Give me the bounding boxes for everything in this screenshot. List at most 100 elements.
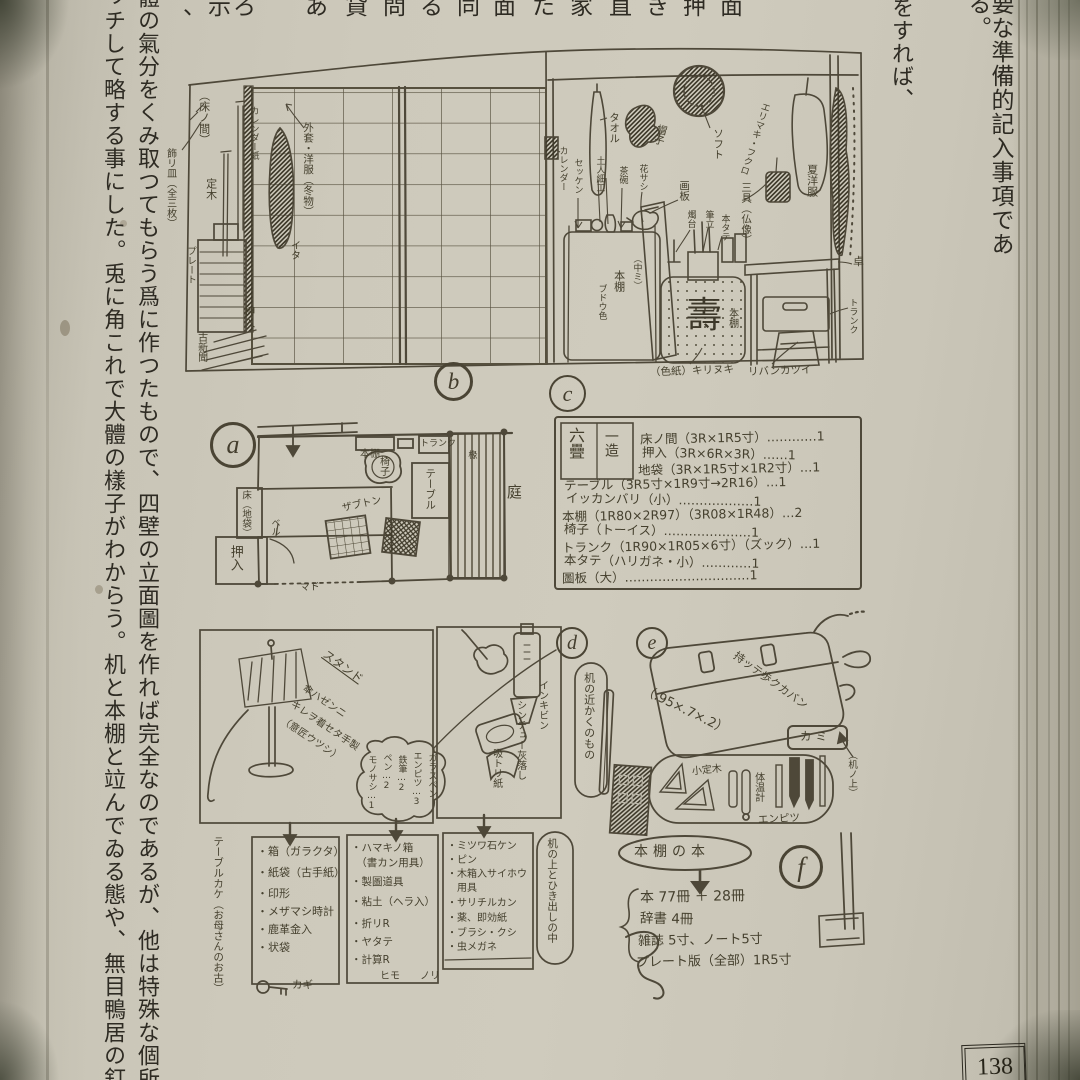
label-haiotoshi: シンチュー灰落し <box>514 700 526 780</box>
label-chest-note-3: ブドウ色 <box>596 284 607 320</box>
cut-text-fragment: 同 <box>457 0 480 19</box>
label-gaban: 画板 <box>678 180 691 201</box>
label-taku: 卓 <box>853 255 864 268</box>
label-tablecloth: テーブルカケ（お母さんのお古） <box>212 836 225 994</box>
box1-item: ・印形 <box>257 887 290 900</box>
box3-item: ・薬、即効紙 <box>447 913 507 924</box>
box2-item: ・製圖道具 <box>351 876 404 888</box>
label-soft-hat: ソフト <box>712 128 725 160</box>
box2-item: ・折リR <box>351 918 390 930</box>
cut-text-fragment: 押 <box>683 0 706 19</box>
cut-text-fragment: 面 <box>493 0 516 19</box>
label-chest-note-2: 本棚 <box>612 270 626 292</box>
body-text-column-left-1: 體の氣分をくみ取つてもらう爲に作つたもので、四壁の立面圖を作れば完全なのであるが… <box>135 0 160 1080</box>
label-kagi: カギ <box>292 979 313 991</box>
label-chest-note-1: （中ミ） <box>631 254 642 290</box>
f-line: 本 77冊 ＋ 28冊 <box>639 888 746 906</box>
label-himo: ヒモ <box>380 971 400 982</box>
cut-text-fragment: 面 <box>720 0 743 19</box>
label-enpitsu: エンピツ <box>757 811 801 827</box>
book-fore-edge <box>1012 0 1080 1080</box>
label-shokudai: 燭台 <box>685 210 696 228</box>
elevation-leader-lines <box>181 103 853 365</box>
cloud-item: エンピツ…3 <box>411 751 422 807</box>
body-text-column-right-1: 要な準備的記入事項である。 <box>965 0 1013 256</box>
label-natsu-yofuku: 夏洋服 <box>805 164 819 197</box>
label-fp-oshiire: 押入 <box>227 545 243 571</box>
kotobuki-character: 壽 <box>686 295 723 335</box>
inventory-header-sub: 一造 <box>602 429 619 457</box>
label-fp-en: 椽 <box>466 450 477 459</box>
box2-item: ・ヤタテ <box>351 936 393 948</box>
box3-item: 用具 <box>447 883 477 894</box>
label-fp-table: テーブル <box>424 468 437 510</box>
cloud-item: ペン…2 <box>381 753 392 791</box>
label-calendar-paper: カレンダー紙 <box>248 106 259 160</box>
floorplan-drawing <box>215 422 514 588</box>
capsule-near-desk: 机の近かくのもの <box>582 672 596 760</box>
inventory-box-drawing <box>554 416 862 590</box>
cut-text-fragment: た <box>532 0 555 19</box>
box3-item: ・虫メガネ <box>447 942 497 953</box>
label-furu-shinbun: 古新聞 <box>195 332 207 362</box>
section-f-drawing <box>618 832 865 963</box>
label-oshiire-elev: 押入 <box>242 306 256 328</box>
label-jogi: 定木 <box>204 178 218 200</box>
cloud-item: モノサシ…1 <box>366 755 377 811</box>
marker-e: e <box>636 627 668 659</box>
cloud-item: 鉄筆…2 <box>396 755 407 793</box>
label-taionkei: 体温計 <box>752 772 764 802</box>
label-ita: イタ <box>288 240 300 260</box>
body-text-column-right-2: をすれば、 <box>889 0 914 111</box>
label-desk-top: （机ノ上） <box>846 750 858 798</box>
box3-item: ・サリチルカン <box>447 898 517 909</box>
box1-item: ・状袋 <box>257 941 290 954</box>
label-hontate: 本タテ <box>719 214 730 241</box>
label-inkbin: インキビン <box>536 680 548 730</box>
label-trunk-elev: トランク <box>847 298 858 334</box>
box3-item: ・木箱入サイホウ <box>447 869 527 880</box>
box3-item: ・ピン <box>447 855 477 866</box>
cut-text-fragment: き <box>646 0 669 19</box>
label-chawan: 茶碗 <box>617 166 628 184</box>
label-plate: プレート <box>185 246 197 284</box>
page-crease <box>46 0 49 1080</box>
label-fp-niwa: 庭 <box>504 484 523 499</box>
label-gaito: 外套・洋服（冬物） <box>302 122 315 217</box>
inventory-item: 圖板（大）…………………………1 <box>561 567 758 586</box>
cut-text-fragment: 問 <box>383 0 406 19</box>
label-ribbon: リバンカツイ <box>747 363 812 379</box>
label-fp-bell: ベル <box>269 518 280 536</box>
f-line: 雑誌 5寸、ノート5寸 <box>637 931 763 950</box>
label-fp-trunk: トランク <box>420 439 457 449</box>
cut-text-fragment: 直 <box>609 0 632 19</box>
bottom-section-drawing <box>199 623 665 1000</box>
cloud-item: ガラスペン <box>426 753 437 798</box>
box2-item: ・計算R <box>351 954 390 966</box>
label-calendar: カレンダー <box>557 146 568 191</box>
label-butsuzo: 三具（仏像） <box>740 182 753 245</box>
body-text-column-left-2: ッチして略する事にした。兎に角これで大體の樣子がわからう。机と本棚と竝んでゐる態… <box>101 0 126 1080</box>
cut-text-fragment: ろ <box>233 0 256 19</box>
label-fp-hondana: 本棚 <box>360 449 380 460</box>
cut-text-fragment: あ <box>305 0 328 19</box>
box2-item: （書カン用具） <box>351 857 430 869</box>
page-number-box: 138 <box>961 1042 1027 1080</box>
capsule-desk-drawer: 机の上とひき出しの中 <box>546 838 559 943</box>
label-tokonoma: （床ノ間） <box>197 90 211 145</box>
marker-f: f <box>779 845 823 889</box>
label-suitorigami: 吸トリ紙 <box>490 748 502 788</box>
box3-item: ・ミツワ石ケン <box>447 841 517 852</box>
page-number: 138 <box>964 1045 1026 1080</box>
label-fp-mado: マド <box>299 581 321 594</box>
box1-item: ・紙袋（古手紙） <box>257 866 345 879</box>
cut-text-fragment: 、 <box>183 0 206 19</box>
label-bundle-hondana: 本棚 <box>726 308 738 328</box>
elevation-walls <box>185 47 864 372</box>
f-line: 辞書 4冊 <box>639 910 694 928</box>
label-kazari-sara: 飾リ皿（全三枚） <box>164 148 176 228</box>
marker-c: c <box>549 375 586 412</box>
label-dojin: 土人細工 <box>594 156 605 192</box>
marker-b: b <box>434 362 473 401</box>
